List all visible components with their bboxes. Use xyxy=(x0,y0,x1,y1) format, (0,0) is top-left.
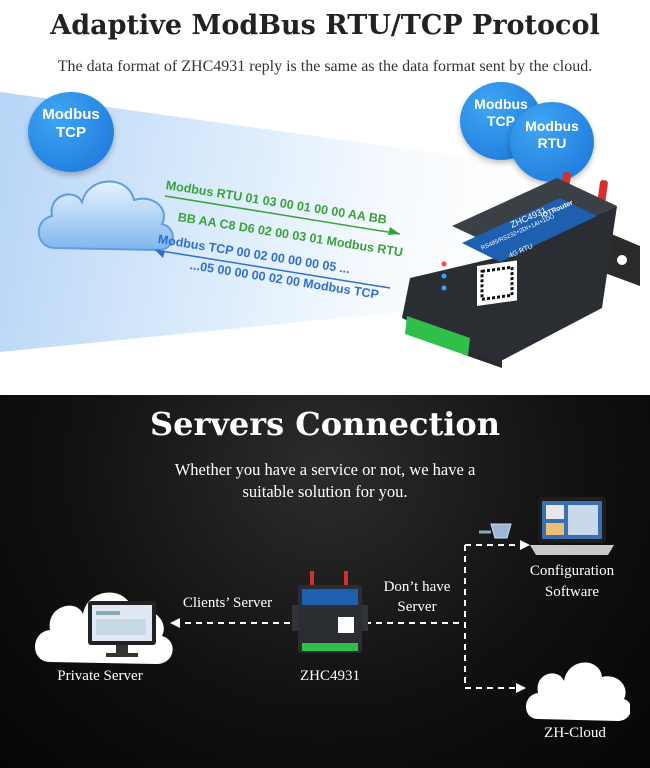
protocol-subtitle: The data format of ZHC4931 reply is the … xyxy=(57,58,593,75)
serial-cable-icon xyxy=(479,523,512,539)
connection-lines xyxy=(170,540,530,693)
monitor-icon xyxy=(88,601,156,657)
zhc4931-device-image: ZHC4931 IOTRouter RS485/RS232+2DI+1AI+1D… xyxy=(402,172,640,368)
servers-title: Servers Connection xyxy=(149,405,501,443)
bubble-right2-line2: RTU xyxy=(537,135,567,151)
laptop-icon xyxy=(530,497,614,555)
modbus-rtu-bubble-right: Modbus RTU xyxy=(510,102,594,182)
bubble-left-line2: TCP xyxy=(56,124,86,141)
cloud-icon xyxy=(37,180,174,252)
protocol-section: Adaptive ModBus RTU/TCP Protocol The dat… xyxy=(0,10,650,368)
zh-cloud-icon xyxy=(526,662,630,721)
servers-subtitle: Whether you have a service or not, we ha… xyxy=(174,460,476,501)
protocol-title: Adaptive ModBus RTU/TCP Protocol xyxy=(50,10,600,41)
tcp-send-arrow xyxy=(154,249,391,289)
zh-cloud-label: ZH-Cloud xyxy=(544,725,606,741)
private-server-label: Private Server xyxy=(57,668,143,684)
clients-server-label: Clients’ Server xyxy=(182,595,273,611)
bubble-right1-line2: TCP xyxy=(487,113,515,129)
bubble-right2-line1: Modbus xyxy=(525,118,579,134)
dont-have-server-label: Don’t have Server xyxy=(383,579,451,615)
servers-section: Servers Connection Whether you have a se… xyxy=(0,395,650,768)
bubble-right1-line1: Modbus xyxy=(474,96,528,112)
device-label: ZHC4931 xyxy=(300,668,360,684)
zhc4931-small-device-icon xyxy=(292,571,368,653)
config-software-label: Configuration Software xyxy=(529,563,615,600)
rtu-send-arrow xyxy=(164,195,401,235)
bubble-left-line1: Modbus xyxy=(42,106,100,123)
modbus-tcp-bubble-left: Modbus TCP xyxy=(28,92,114,172)
